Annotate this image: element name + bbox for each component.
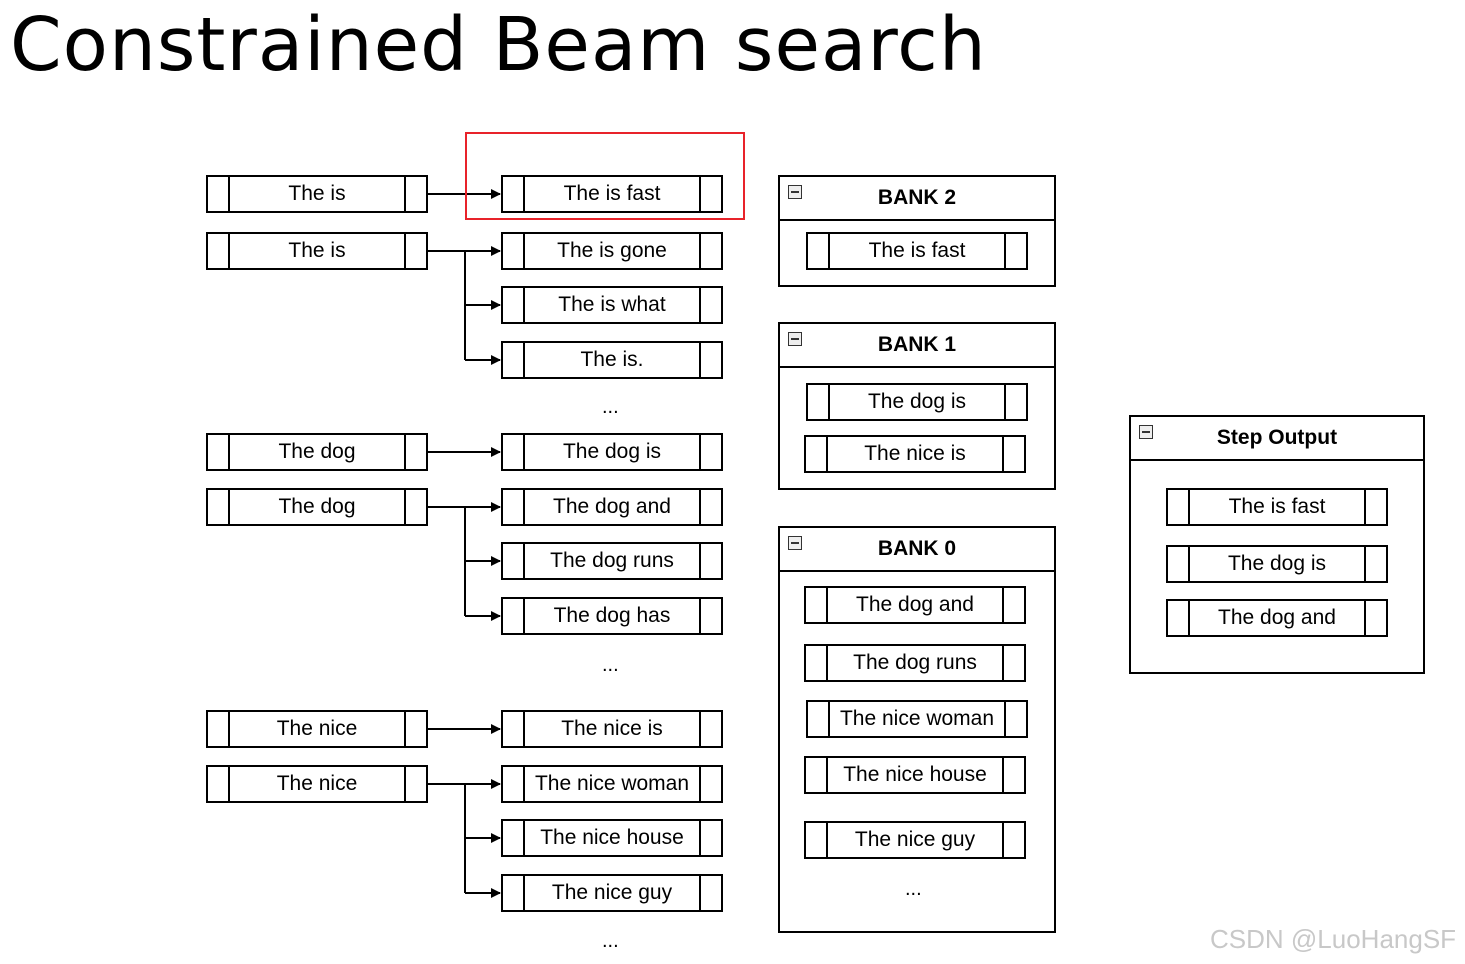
bank-item: The is fast xyxy=(806,232,1028,270)
node-label: The nice woman xyxy=(839,707,995,730)
more-candidates-ellipsis: ... xyxy=(602,396,619,418)
node-label: The is gone xyxy=(557,239,667,262)
node-label: The is xyxy=(288,239,346,262)
candidate-node: The dog is xyxy=(501,433,723,471)
bank-header: BANK 2 xyxy=(780,177,1054,221)
node-label: The nice xyxy=(276,717,358,740)
candidate-node: The is fast xyxy=(501,175,723,213)
source-node: The nice xyxy=(206,765,428,803)
bank-header: BANK 1 xyxy=(780,324,1054,368)
bank-title: BANK 0 xyxy=(877,537,957,560)
bank-title: BANK 1 xyxy=(877,333,957,356)
collapse-icon[interactable] xyxy=(788,332,802,346)
node-label: The nice is xyxy=(561,717,663,740)
bank-item: The nice is xyxy=(804,435,1026,473)
node-label: The is what xyxy=(558,293,666,316)
source-node: The dog xyxy=(206,488,428,526)
bank-item: The nice house xyxy=(804,756,1026,794)
node-label: The nice is xyxy=(864,442,966,465)
node-label: The is. xyxy=(580,348,644,371)
source-node: The is xyxy=(206,232,428,270)
node-label: The dog xyxy=(278,440,356,463)
bank-2-panel: BANK 2 xyxy=(778,175,1056,287)
candidate-node: The nice house xyxy=(501,819,723,857)
candidate-node: The is. xyxy=(501,341,723,379)
node-label: The dog has xyxy=(553,604,671,627)
node-label: The nice guy xyxy=(854,828,976,851)
node-label: The dog runs xyxy=(550,549,674,572)
node-label: The nice house xyxy=(843,763,987,786)
collapse-icon[interactable] xyxy=(788,185,802,199)
candidate-node: The nice guy xyxy=(501,874,723,912)
node-label: The dog is xyxy=(562,440,662,463)
step-output-header: Step Output xyxy=(1131,417,1423,461)
bank-item: The nice woman xyxy=(806,700,1028,738)
candidate-node: The nice woman xyxy=(501,765,723,803)
bank-item: The nice guy xyxy=(804,821,1026,859)
more-candidates-ellipsis: ... xyxy=(602,930,619,952)
bank-header: BANK 0 xyxy=(780,528,1054,572)
collapse-icon[interactable] xyxy=(788,536,802,550)
node-label: The dog and xyxy=(553,495,671,518)
bank-title: BANK 2 xyxy=(877,186,957,209)
selected-candidate-highlight xyxy=(465,132,745,220)
step-output-item: The is fast xyxy=(1166,488,1388,526)
node-label: The dog is xyxy=(867,390,967,413)
node-label: The dog runs xyxy=(853,651,977,674)
source-node: The nice xyxy=(206,710,428,748)
source-node: The is xyxy=(206,175,428,213)
node-label: The nice guy xyxy=(551,881,673,904)
candidate-node: The dog has xyxy=(501,597,723,635)
page-title: Constrained Beam search xyxy=(10,2,987,88)
watermark: CSDN @LuoHangSF xyxy=(1210,924,1457,954)
candidate-node: The is what xyxy=(501,286,723,324)
bank-item: The dog runs xyxy=(804,644,1026,682)
node-label: The dog xyxy=(278,495,356,518)
candidate-node: The nice is xyxy=(501,710,723,748)
bank-item: The dog and xyxy=(804,586,1026,624)
candidate-node: The dog runs xyxy=(501,542,723,580)
candidate-node: The dog and xyxy=(501,488,723,526)
node-label: The is fast xyxy=(563,182,661,205)
more-candidates-ellipsis: ... xyxy=(602,654,619,676)
bank-item: The dog is xyxy=(806,383,1028,421)
source-node: The dog xyxy=(206,433,428,471)
node-label: The is fast xyxy=(868,239,966,262)
collapse-icon[interactable] xyxy=(1139,425,1153,439)
node-label: The nice woman xyxy=(534,772,690,795)
node-label: The is xyxy=(288,182,346,205)
node-label: The is fast xyxy=(1228,495,1326,518)
node-label: The nice house xyxy=(540,826,684,849)
node-label: The nice xyxy=(276,772,358,795)
step-output-item: The dog is xyxy=(1166,545,1388,583)
step-output-item: The dog and xyxy=(1166,599,1388,637)
step-output-title: Step Output xyxy=(1216,426,1338,449)
more-bank-items-ellipsis: ... xyxy=(905,878,922,900)
node-label: The dog is xyxy=(1227,552,1327,575)
candidate-node: The is gone xyxy=(501,232,723,270)
node-label: The dog and xyxy=(856,593,974,616)
node-label: The dog and xyxy=(1218,606,1336,629)
